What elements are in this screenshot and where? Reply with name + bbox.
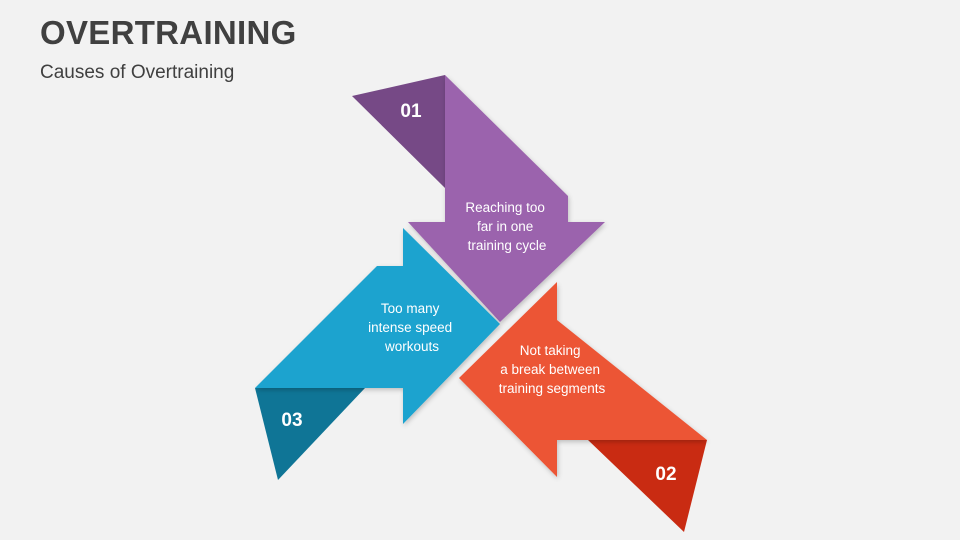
- arrow-01-text: Reaching too far in one training cycle: [465, 200, 548, 253]
- arrow-03-tab: [255, 388, 365, 480]
- arrow-03-number: 03: [281, 410, 302, 431]
- arrow-01-tab: [352, 75, 445, 188]
- slide-subtitle: Causes of Overtraining: [40, 62, 235, 83]
- arrow-01-body: [408, 75, 605, 322]
- arrow-02-body: [459, 282, 707, 477]
- arrow-01-number: 01: [400, 101, 422, 122]
- arrow-02-text: Not taking a break between training segm…: [499, 343, 606, 396]
- arrow-03-text: Too many intense speed workouts: [368, 301, 456, 354]
- arrow-03-body: [255, 228, 500, 424]
- arrow-02-number: 02: [655, 464, 676, 485]
- slide-title: OVERTRAINING: [40, 14, 297, 51]
- arrow-02-tab: [588, 440, 707, 532]
- arrow-01: 01 Reaching too far in one training cycl…: [352, 75, 605, 322]
- arrow-03: 03 Too many intense speed workouts: [255, 228, 500, 480]
- arrow-02: 02 Not taking a break between training s…: [459, 282, 707, 532]
